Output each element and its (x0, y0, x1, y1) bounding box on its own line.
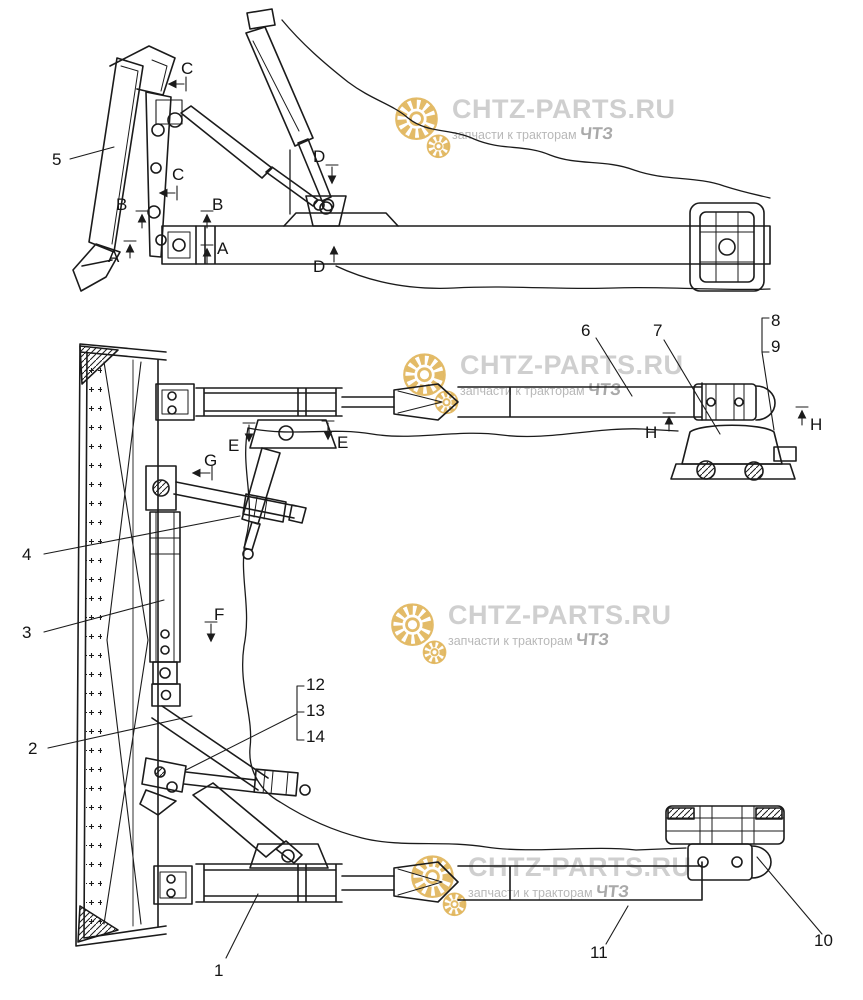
section-label-e-right: E (337, 433, 349, 452)
callout-part-7: 7 (653, 321, 663, 340)
callout-part-8: 8 (771, 311, 781, 330)
side-view-drawing (72, 8, 771, 292)
lower-diagonal-brace (151, 683, 269, 791)
blade-plan (75, 343, 167, 947)
diagonal-screw-brace (145, 465, 307, 524)
callout-part-1: 1 (214, 961, 224, 980)
section-label-d-bottom: D (313, 257, 326, 276)
section-label-a-right: A (217, 239, 229, 258)
section-label-h-left: H (645, 423, 658, 442)
tilt-cylinder (149, 511, 181, 685)
callout-part-12: 12 (306, 675, 325, 694)
callout-part-6: 6 (581, 321, 591, 340)
fork-joint (139, 757, 187, 816)
callout-part-14: 14 (306, 727, 325, 746)
section-label-g: G (204, 451, 218, 470)
callout-part-4: 4 (22, 545, 32, 564)
section-label-f: F (214, 605, 225, 624)
upper-push-arm (155, 382, 703, 421)
push-beam (195, 195, 771, 265)
lift-cylinder (245, 8, 335, 212)
callout-part-13: 13 (306, 701, 325, 720)
section-label-b-right: B (212, 195, 224, 214)
lower-push-arm (153, 861, 703, 905)
section-label-a-left: A (108, 247, 120, 266)
plan-view-callout-lines (43, 317, 823, 959)
tractor-outline (242, 427, 687, 851)
section-label-b-left: B (116, 195, 128, 214)
section-label-c-top: C (181, 59, 194, 78)
upper-ball-joint (670, 383, 797, 481)
section-label-h-right: H (810, 415, 823, 434)
callout-part-3: 3 (22, 623, 32, 642)
callout-part-10: 10 (814, 931, 833, 950)
blade-hinge (161, 225, 197, 265)
callout-part-11: 11 (590, 943, 608, 962)
track-roller (689, 202, 765, 292)
callout-part-9: 9 (771, 337, 781, 356)
callout-part-5: 5 (52, 150, 62, 169)
plan-view-drawing (75, 343, 797, 947)
lower-ball-joint (665, 805, 785, 881)
blade-side (72, 45, 176, 292)
section-label-d-top: D (313, 147, 326, 166)
section-label-e-left: E (228, 436, 240, 455)
callout-part-2: 2 (28, 739, 38, 758)
angle-cylinder (155, 99, 325, 211)
section-label-c-mid: C (172, 165, 185, 184)
side-view-callout-lines (69, 76, 341, 265)
cylinder-anchor-bracket (241, 419, 337, 560)
stabilizer-rod-coupler (183, 768, 311, 797)
lower-cylinder (192, 782, 329, 869)
